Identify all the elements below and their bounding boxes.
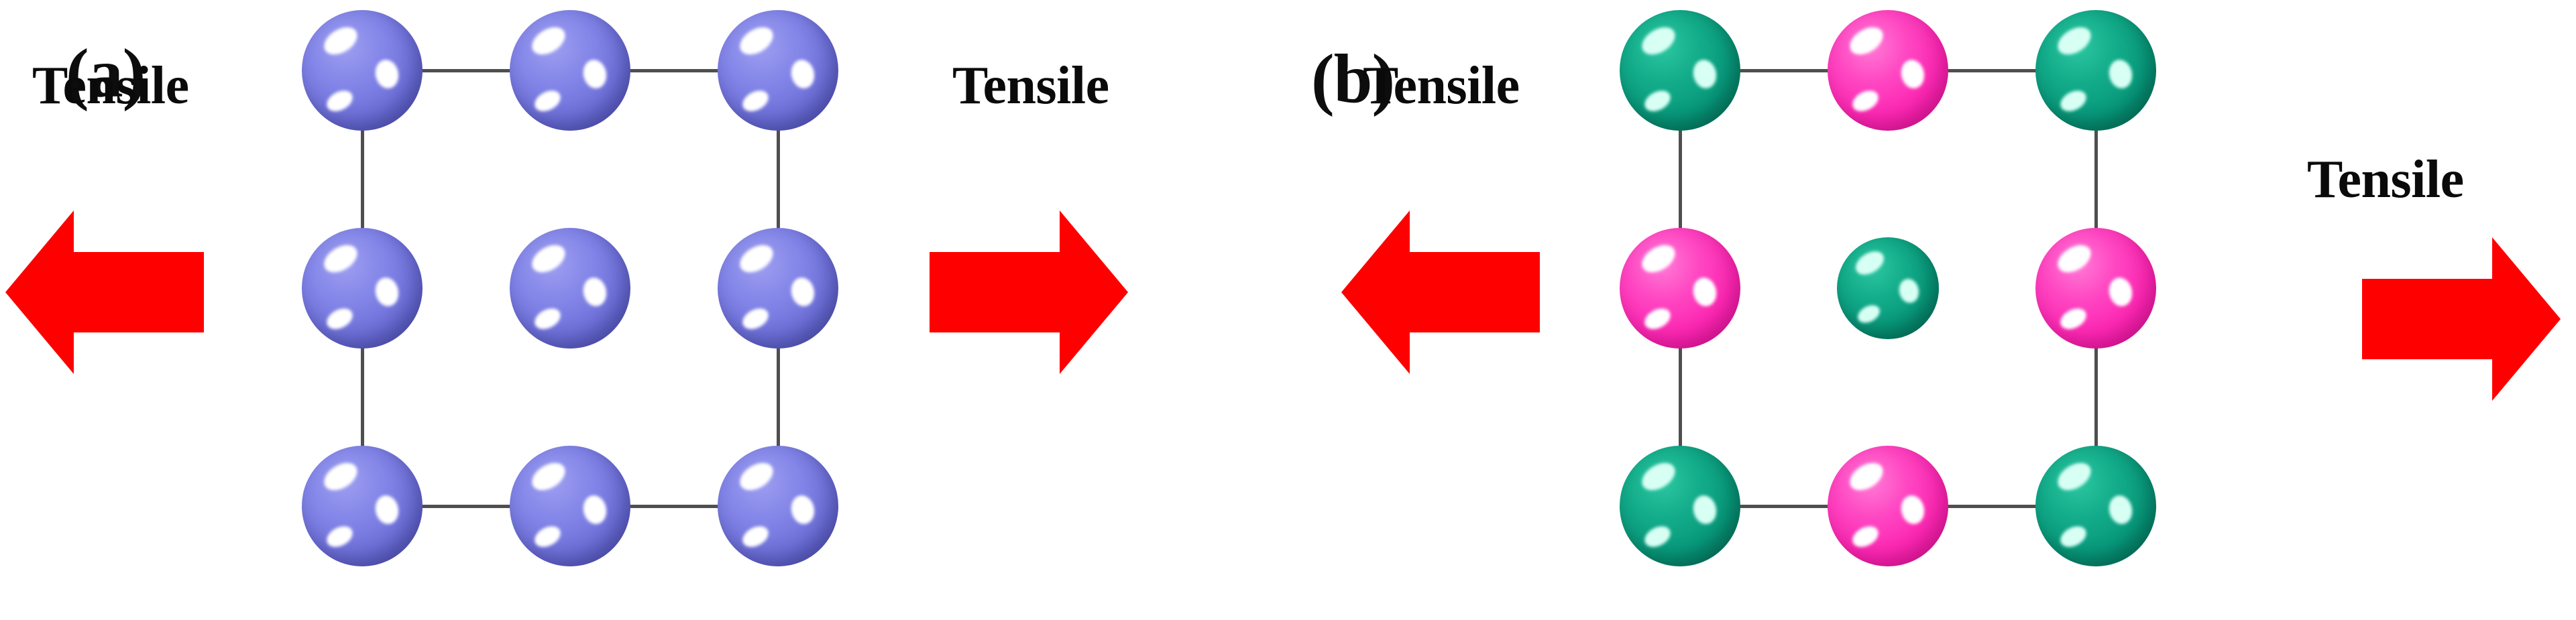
sphere-body [1620,10,1740,131]
panel-a-left-tensile-label: Tensile [32,56,189,115]
sphere-body [1828,10,1948,131]
panel-a: (a) Tensile Tensile [5,10,1128,566]
lattice-atom-center [1837,237,1939,339]
lattice-atom [1620,10,1740,131]
lattice-atom [1828,10,1948,131]
lattice-atom [510,10,630,131]
panel-a-right-tensile-arrow [930,201,1128,383]
lattice-atom [302,10,423,131]
lattice-atom [302,446,423,566]
sphere-body [302,446,423,566]
sphere-body [718,10,838,131]
panel-a-right-tensile-label: Tensile [952,56,1109,115]
sphere-body [302,10,423,131]
lattice-atom [510,228,630,349]
sphere-body [1828,446,1948,566]
lattice-atom [718,228,838,349]
lattice-atom [302,228,423,349]
lattice-atom [1828,446,1948,566]
lattice-atom [1620,228,1740,349]
sphere-body [718,228,838,349]
sphere-body [2035,228,2156,349]
lattice-atom [2035,446,2156,566]
panel-b-right-tensile-arrow [2362,228,2561,410]
sphere-body [1620,228,1740,349]
lattice-atom [1620,446,1740,566]
lattice-atom [510,446,630,566]
panel-b-left-tensile-arrow [1341,201,1540,383]
sphere-body [510,10,630,131]
sphere-body [1620,446,1740,566]
sphere-body [2035,10,2156,131]
sphere-body [2035,446,2156,566]
panel-b-right-tensile-label: Tensile [2307,150,2464,209]
panel-a-left-tensile-arrow [5,201,204,383]
panel-b-left-tensile-label: Tensile [1363,56,1520,115]
sphere-body [510,446,630,566]
panel-a-label: (a) [66,35,146,112]
sphere-body [1837,237,1939,339]
lattice-atom [718,446,838,566]
sphere-body [302,228,423,349]
lattice-atom [2035,10,2156,131]
lattice-atom [2035,228,2156,349]
sphere-body [510,228,630,349]
lattice-atom [718,10,838,131]
sphere-body [718,446,838,566]
panel-b-label: (b) [1311,40,1395,117]
